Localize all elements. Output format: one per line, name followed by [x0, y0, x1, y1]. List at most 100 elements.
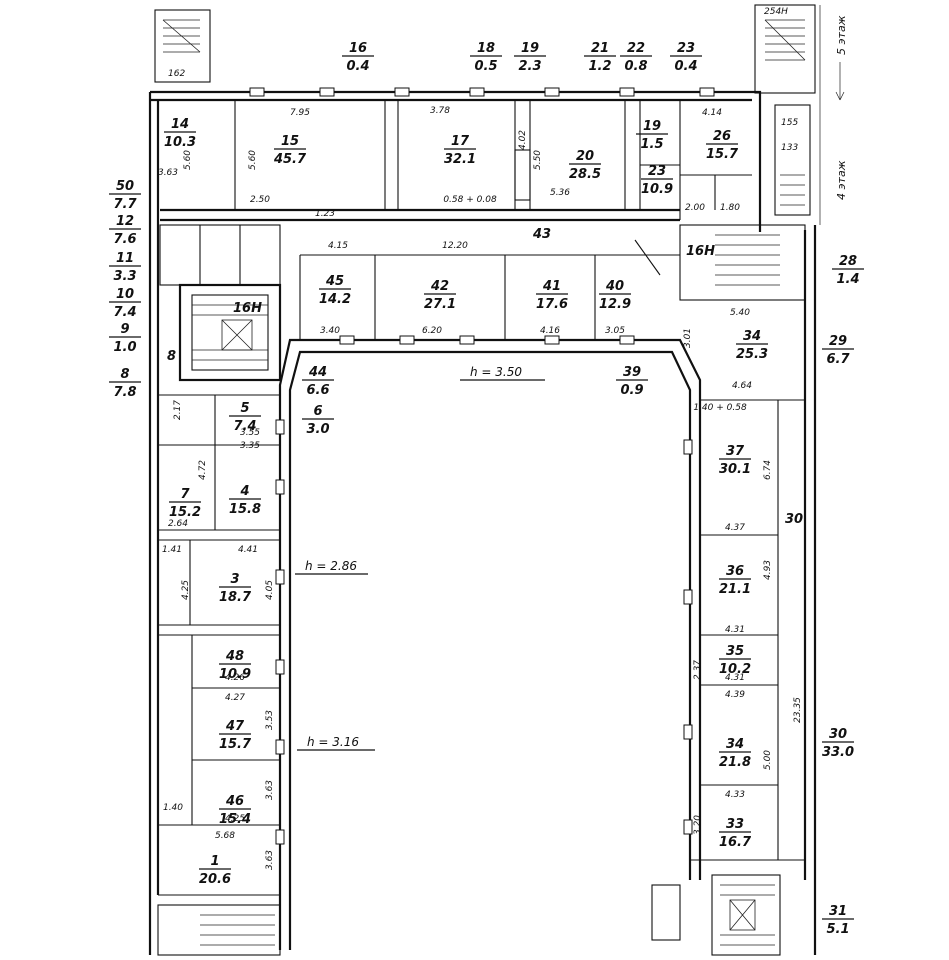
margin-label-area: 5.1 — [826, 922, 849, 937]
room-label-number: 19 — [643, 119, 661, 134]
dimension-label: 3.05 — [605, 326, 625, 336]
margin-label-number: 30 — [829, 727, 847, 742]
room-label-area: 15.2 — [169, 505, 201, 520]
margin-label-number: 9 — [120, 322, 129, 337]
room-label-7: 715.2 — [169, 487, 201, 520]
margin-label-number: 11 — [116, 251, 134, 266]
room-label-area: 15.4 — [219, 812, 251, 827]
margin-label-number: 28 — [839, 254, 857, 269]
room-label-area: 15.8 — [229, 502, 261, 517]
room-label-area: 10.9 — [219, 667, 251, 682]
room-label-5: 57.4 — [229, 401, 261, 434]
stairwell-bottom-right — [651, 874, 781, 956]
stairwell-left — [159, 224, 282, 382]
margin-label-23b: 230.4 — [670, 41, 702, 74]
room-label-number: 48 — [225, 649, 244, 664]
wall-top-outer — [150, 90, 762, 232]
room-label-number: 33 — [726, 817, 744, 832]
room-label-area: 7.4 — [233, 419, 256, 434]
dimension-label: 1.23 — [315, 209, 335, 219]
dimension-label: 4.33 — [725, 790, 745, 800]
room-label-area: 30.1 — [719, 462, 751, 477]
room-label-48: 48 10.9 — [219, 649, 251, 682]
room-label-34b: 34 21.8 — [719, 737, 751, 770]
dimension-label: 4.26 — [225, 673, 245, 683]
margin-label-number: 10 — [116, 287, 134, 302]
room-label-area: 28.5 — [569, 167, 601, 182]
margin-label-area: 3.0 — [306, 422, 329, 437]
dimension-label: 23.35 — [793, 697, 803, 723]
dimension-label: 3.63 — [158, 168, 178, 178]
margin-label-number: 8 — [120, 367, 129, 382]
margin-label-44: 446.6 — [302, 365, 334, 398]
window-marks — [249, 87, 715, 845]
label-8: 8 — [167, 349, 176, 364]
dimension-label: 3.63 — [265, 780, 275, 800]
room-label-area: 10.3 — [164, 135, 196, 150]
room-label-4: 415.8 — [229, 484, 261, 517]
dimension-label: 4.31 — [725, 673, 745, 683]
room-label-number: 42 — [430, 279, 449, 294]
margin-label-number: 31 — [829, 904, 847, 919]
room-label-area: 20.6 — [199, 872, 231, 887]
wall-courtyard — [288, 350, 692, 950]
margin-label-number: 16 — [349, 41, 367, 56]
room-label-number: 37 — [726, 444, 745, 459]
room-label-area: 15.7 — [706, 147, 739, 162]
dimension-label: 4.25 — [225, 814, 245, 824]
room-label-number: 41 — [542, 279, 561, 294]
margin-label-19b: 192.3 — [514, 41, 546, 74]
margin-label-number: 12 — [116, 214, 134, 229]
label-30: 30 — [785, 512, 803, 527]
stair-code-d: 133 — [781, 143, 798, 153]
room-label-area: 10.2 — [719, 662, 751, 677]
room-label-number: 34 — [726, 737, 744, 752]
dimension-label: 5.36 — [550, 188, 570, 198]
margin-label-9: 91.0 — [109, 322, 141, 355]
room-label-area: 27.1 — [424, 297, 456, 312]
margin-label-10: 107.4 — [109, 287, 141, 320]
dimension-label: 2.50 — [250, 195, 270, 205]
room-label-area: 21.1 — [719, 582, 751, 597]
room-label-37: 37 30.1 — [719, 444, 751, 477]
margin-label-31: 315.1 — [822, 904, 854, 937]
margin-label-area: 7.4 — [113, 305, 136, 320]
margin-label-number: 50 — [116, 179, 134, 194]
dimension-label: 3.20 — [693, 815, 703, 835]
margin-label-area: 7.8 — [113, 385, 136, 400]
height-label-left-low: h = 3.16 — [307, 735, 359, 749]
room-label-number: 3 — [230, 572, 239, 587]
margin-label-12: 127.6 — [109, 214, 141, 247]
room-label-number: 34 — [743, 329, 761, 344]
dimension-label: 4.27 — [225, 693, 245, 703]
height-label-left-mid: h = 2.86 — [305, 559, 357, 573]
margin-label-28: 281.4 — [832, 254, 864, 287]
room-label-area: 21.8 — [719, 755, 751, 770]
stair-code-a: 254Н — [764, 7, 788, 17]
dimension-label: 5.68 — [215, 831, 235, 841]
margin-label-area: 7.6 — [113, 232, 136, 247]
room-label-area: 10.9 — [641, 182, 673, 197]
dimension-label: 4.02 — [518, 130, 528, 150]
margin-label-area: 7.7 — [113, 197, 137, 212]
stairwell-right — [679, 224, 806, 301]
dimension-label: 4.72 — [198, 460, 208, 480]
dimension-label: 4.15 — [328, 241, 348, 251]
margin-label-number: 18 — [477, 41, 495, 56]
margin-label-number: 22 — [627, 41, 645, 56]
stairwell-top-left: 162 — [154, 9, 211, 83]
margin-label-area: 0.8 — [624, 59, 647, 74]
label-16n-right: 16Н — [686, 244, 715, 259]
dimension-label: 6.20 — [422, 326, 442, 336]
margin-label-area: 1.0 — [113, 340, 136, 355]
floor-label-lower: 4 этаж — [835, 160, 848, 200]
